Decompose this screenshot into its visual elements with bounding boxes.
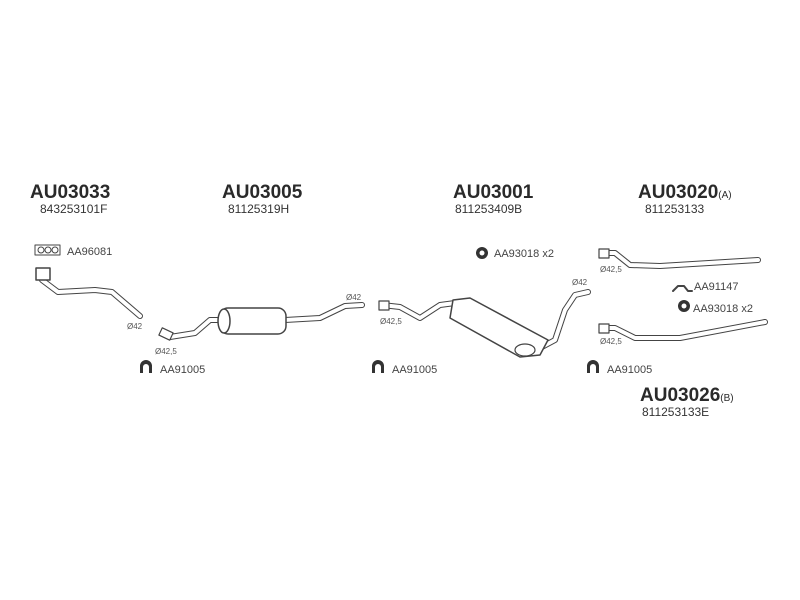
oe-number: 81125319H — [228, 202, 290, 216]
part-code-au03026: AU03026(B) — [640, 385, 734, 406]
diameter-label: Ø42 — [127, 322, 143, 331]
diameter-label: Ø42 — [346, 293, 362, 302]
clamp-label: AA91005 — [160, 364, 206, 376]
oe-number: 811253133 — [645, 202, 705, 216]
clamp-icon — [140, 360, 152, 373]
clamp-icon — [372, 360, 384, 373]
bracket-icon — [672, 285, 693, 292]
diameter-label: Ø42,5 — [380, 317, 402, 326]
part-code-au03020: AU03020(A) — [638, 182, 732, 203]
clamp-label: AA91005 — [607, 364, 653, 376]
diameter-label: Ø42,5 — [600, 337, 622, 346]
oe-number: 811253133E — [642, 405, 710, 419]
diameter-label: Ø42,5 — [600, 265, 622, 274]
clamp-icon — [587, 360, 599, 373]
gasket-icon — [34, 244, 61, 256]
front-pipe-flange — [35, 267, 51, 281]
diameter-label: Ø42 — [572, 278, 588, 287]
hanger-label: AA93018 x2 — [693, 303, 753, 315]
hanger-label: AA93018 x2 — [494, 248, 554, 260]
diameter-label: Ø42,5 — [155, 347, 177, 356]
part-code-au03001: AU03001 — [453, 182, 534, 203]
front-pipe — [39, 277, 143, 319]
hanger-icon — [678, 300, 690, 312]
rear-muffler-body — [449, 297, 549, 358]
front-pipe-inner — [40, 278, 142, 318]
part-code-au03005: AU03005 — [222, 182, 303, 203]
part-code-au03033: AU03033 — [30, 182, 111, 203]
oe-number: 811253409B — [455, 202, 523, 216]
hanger-icon — [476, 247, 488, 259]
bracket-label: AA91147 — [694, 281, 739, 293]
gasket-label: AA96081 — [67, 246, 113, 258]
clamp-label: AA91005 — [392, 364, 438, 376]
oe-number: 843253101F — [40, 202, 108, 216]
